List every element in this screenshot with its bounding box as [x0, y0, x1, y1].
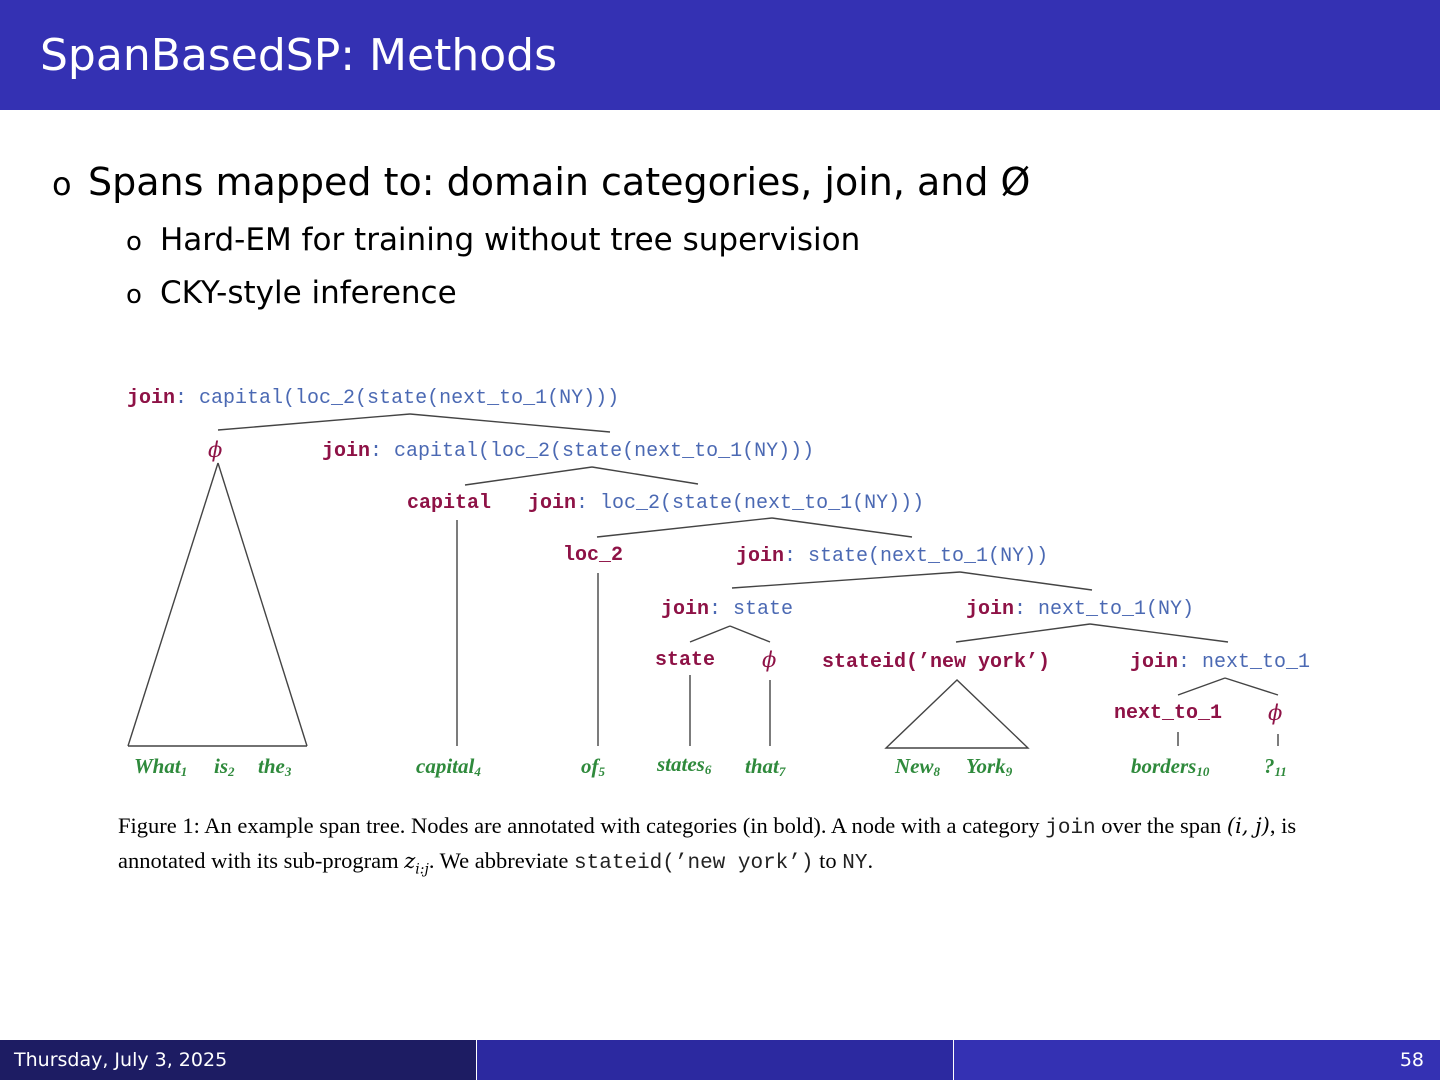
footer-date: Thursday, July 3, 2025	[14, 1049, 228, 1071]
edge	[689, 625, 731, 643]
edge	[884, 679, 1030, 749]
node-stateid: stateid(’new york’)	[822, 651, 1050, 674]
bullet-marker: o	[126, 227, 142, 257]
node-loc2: loc_2	[563, 544, 623, 567]
edge	[591, 466, 699, 485]
edge	[955, 623, 1091, 643]
edge	[1177, 677, 1226, 696]
node-join-7: join: next_to_1	[1130, 651, 1310, 674]
footer-left: Thursday, July 3, 2025	[0, 1040, 476, 1080]
node-join-3: join: loc_2(state(next_to_1(NY)))	[528, 492, 924, 515]
word-york: York9	[966, 754, 1013, 779]
bullet-marker: o	[52, 165, 72, 203]
footer-bar: Thursday, July 3, 2025 58	[0, 1040, 1440, 1080]
edge	[217, 462, 308, 747]
page-number: 58	[1399, 1049, 1424, 1071]
edge	[596, 517, 773, 538]
title-bar: SpanBasedSP: Methods	[0, 0, 1440, 110]
node-join-2: join: capital(loc_2(state(next_to_1(NY))…	[322, 440, 814, 463]
node-state: state	[655, 649, 715, 672]
caption-z: z	[404, 849, 416, 873]
edge	[771, 517, 913, 538]
edge	[729, 625, 771, 643]
node-phi-3: ϕ	[1268, 701, 1282, 725]
word-what: What1	[134, 754, 187, 779]
caption-code-ny: NY	[842, 852, 868, 875]
edge	[731, 571, 961, 589]
footer-right: 58	[954, 1040, 1440, 1080]
word-capital: capital4	[416, 754, 481, 779]
node-phi-2: ϕ	[762, 648, 776, 672]
word-of: of5	[581, 754, 606, 779]
node-join-4: join: state(next_to_1(NY))	[736, 545, 1048, 568]
bullet-1: o Spans mapped to: domain categories, joi…	[52, 160, 1030, 204]
node-join-5: join: state	[661, 598, 793, 621]
word-states: states6	[656, 752, 712, 777]
span-tree-figure: join: capital(loc_2(state(next_to_1(NY))…	[100, 370, 1360, 890]
word-the: the3	[258, 754, 292, 779]
node-root: join: capital(loc_2(state(next_to_1(NY))…	[127, 387, 619, 410]
slide-title: SpanBasedSP: Methods	[40, 30, 557, 81]
caption-z-sub: i:j	[415, 861, 429, 878]
word-that: that7	[745, 754, 786, 779]
bullet-text: CKY-style inference	[160, 275, 457, 311]
edge	[464, 466, 593, 486]
node-capital: capital	[407, 492, 491, 515]
edge	[127, 462, 219, 747]
footer-middle	[477, 1040, 953, 1080]
edge	[1089, 623, 1229, 643]
bullet-text: Spans mapped to: domain categories, join…	[88, 160, 1031, 204]
word-question: ?11	[1264, 754, 1287, 779]
bullet-text: Hard-EM for training without tree superv…	[160, 222, 861, 258]
bullet-3: o CKY-style inference	[126, 275, 457, 311]
edge	[1224, 677, 1279, 696]
node-phi-1: ϕ	[208, 438, 222, 462]
caption-code-stateid: stateid(’new york’)	[574, 852, 814, 875]
word-borders: borders10	[1131, 754, 1210, 779]
caption-span-math: (i, j)	[1226, 814, 1270, 838]
span-tree-diagram: join: capital(loc_2(state(next_to_1(NY))…	[127, 387, 1310, 779]
bullet-marker: o	[126, 280, 142, 310]
bullet-2: o Hard-EM for training without tree super…	[126, 222, 860, 258]
edge	[959, 571, 1093, 591]
edge	[409, 413, 611, 433]
word-new: New8	[894, 754, 941, 779]
figure-caption: Figure 1: An example span tree. Nodes ar…	[118, 813, 1297, 878]
word-is: is2	[214, 754, 235, 779]
caption-code-join: join	[1045, 817, 1096, 840]
edge	[217, 413, 411, 431]
node-join-6: join: next_to_1(NY)	[966, 598, 1194, 621]
node-next-to-1: next_to_1	[1114, 702, 1222, 725]
